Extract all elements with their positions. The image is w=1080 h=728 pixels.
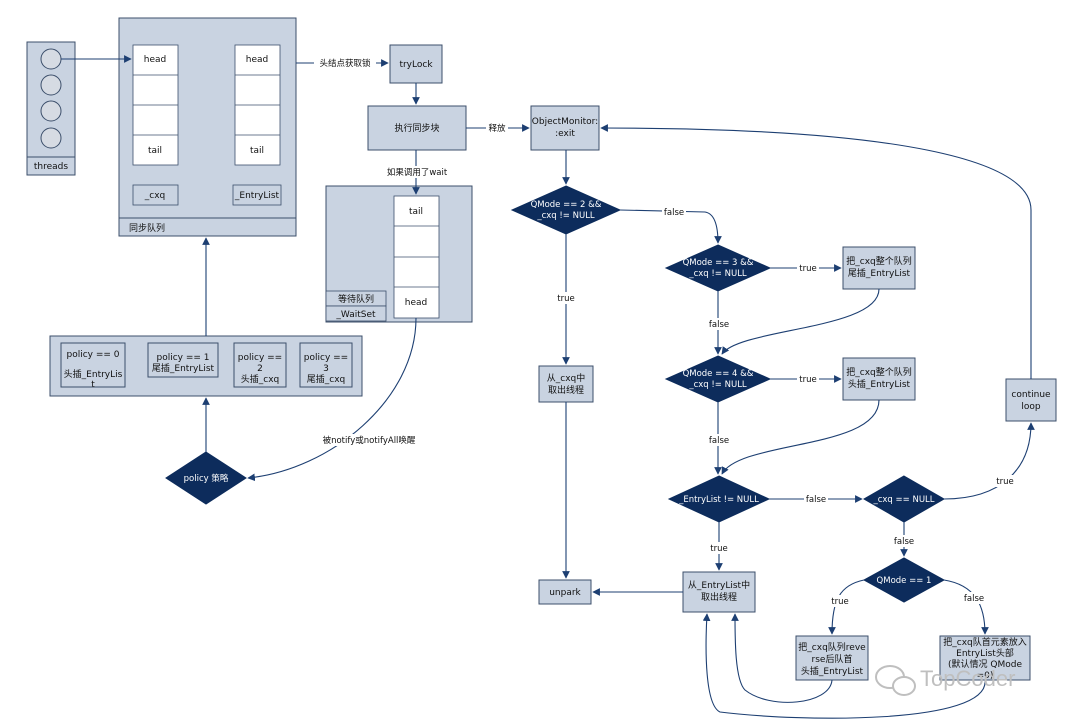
policy_box-items-1-line2-text: 尾插_EntryList [152,362,215,374]
entrylist-tail-label: tail [250,146,264,156]
decision-cxq-null: _cxq == NULL [862,475,946,523]
nodes-first_4-text: =0) [977,671,994,681]
policy_box-items-3-line2-text: 3 [323,364,329,374]
take-from-cxq-node: 从_cxq中 取出线程 [538,365,594,403]
policy_box-items-2-line3-text: 头插_cxq [241,373,280,385]
edge_labels-true-text: true [996,477,1013,487]
nodes-first_2-text: EntryList头部 [956,647,1014,659]
waitset-head-label: head [405,298,427,308]
nodes-reverse_2-text: rse后队首 [812,653,853,665]
wechat-icon [875,665,916,696]
policy_box-items-1-line1-text: policy == 1 [156,353,209,363]
decision-qmode4: QMode == 4 && _cxq != NULL [664,355,772,403]
edge-labels: 头结点获取锁 释放 如果调用了wait 被notify或notifyAll唤醒 … [314,57,1016,607]
cxq-head-entrylist-node: 把_cxq整个队列 头插_EntryList [842,357,916,401]
nodes-d4-text: _EntryList != NULL [678,495,759,505]
edge_labels-false-text: false [964,594,984,604]
decision-qmode3: QMode == 3 && _cxq != NULL [664,244,772,292]
sync-queue-title: 同步队列 [129,222,165,234]
objectmonitor-exit-node: ObjectMonitor: :exit [530,105,600,151]
trylock-node: tryLock [389,44,443,84]
nodes-continue_1-text: continue [1011,390,1051,400]
decision-qmode2: QMode == 2 && _cxq != NULL [510,185,622,235]
unpark-node: unpark [538,579,592,605]
edge_labels-true-text: true [831,597,848,607]
edge_labels-false-text: false [894,537,914,547]
nodes-d2_1-text: QMode == 3 && [683,258,754,268]
cxq-name: _cxq [144,191,166,201]
nodes-continue_2-text: loop [1021,402,1041,412]
threads-box: threads [26,41,76,176]
cxq-tail-label: tail [148,146,162,156]
waitset-tail-label: tail [409,207,423,217]
policy-box: policy == 0 头插_EntryLis t policy == 1 尾插… [49,335,363,397]
nodes-exec_sync-text: 执行同步块 [394,122,439,134]
policy-strategy-diamond: policy 策略 [165,451,247,505]
policy_box-items-0-line1-text: policy == 0 [66,350,119,360]
nodes-cxq_head_2-text: 头插_EntryList [848,378,911,390]
nodes-cxq_tail_1-text: 把_cxq整个队列 [846,255,912,267]
edge_labels-false-text: false [806,495,826,505]
edge_labels-true-text: true [799,375,816,385]
nodes-unpark-text: unpark [549,588,581,598]
policy_box-items-3-line1-text: policy == [304,353,348,363]
cxq-first-to-entrylist-node: 把_cxq队首元素放入 EntryList头部 (默认情况 QMode =0) [939,635,1031,681]
nodes-trylock-text: tryLock [399,60,433,70]
nodes-d2_2-text: _cxq != NULL [688,269,747,279]
nodes-reverse_3-text: 头插_EntryList [801,665,864,677]
reverse-cxq-node: 把_cxq队列reve rse后队首 头插_EntryList [795,635,869,681]
entrylist-name: _EntryList [234,191,280,201]
decision-entrylist: _EntryList != NULL [667,475,771,523]
nodes-d1_1-text: QMode == 2 && [531,200,602,210]
watermark: TopCoder [875,665,1015,696]
nodes-take_cxq_1-text: 从_cxq中 [547,372,586,384]
watermark-text: TopCoder [920,666,1015,691]
edge_labels-false-text: false [664,208,684,218]
edge_labels-notified-text: 被notify或notifyAll唤醒 [323,435,416,446]
sync-queue-box: 同步队列 head tail _cxq head tail _EntryList [118,17,297,237]
nodes-policy_strategy-text: policy 策略 [184,473,229,484]
policy_box-items-2-line1-text: policy == [238,353,282,363]
threads-label: threads [34,162,69,172]
edge_labels-false-text: false [709,436,729,446]
nodes-first_1-text: 把_cxq队首元素放入 [943,636,1027,648]
wait-queue-title: 等待队列 [338,293,374,305]
entrylist-head-label: head [246,55,268,65]
nodes-d5-text: _cxq == NULL [872,495,934,505]
wait-queue-box: tail head 等待队列 _WaitSet [325,185,473,323]
nodes-cxq_head_1-text: 把_cxq整个队列 [846,366,912,378]
policy_box-items-2-line2-text: 2 [257,364,263,374]
edge_labels-if_wait-text: 如果调用了wait [387,167,448,178]
nodes-first_3-text: (默认情况 QMode [948,658,1022,670]
exec-sync-node: 执行同步块 [367,105,467,151]
edge_labels-release-text: 释放 [488,123,506,134]
edge_labels-true-text: true [710,544,727,554]
nodes-d3_1-text: QMode == 4 && [683,369,754,379]
edge_labels-true-text: true [799,264,816,274]
cxq-head-label: head [144,55,166,65]
decision-qmode1: QMode == 1 [862,557,946,603]
edge_labels-head_lock-text: 头结点获取锁 [319,58,371,69]
nodes-take_entry_1-text: 从_EntryList中 [688,579,750,591]
nodes-take_cxq_2-text: 取出线程 [548,384,584,396]
nodes-cxq_tail_2-text: 尾插_EntryList [848,267,911,279]
policy_box-items-0-line2-text: 头插_EntryLis [64,368,123,380]
policy_box-items-3-line3-text: 尾插_cxq [307,373,346,385]
edge_labels-true-text: true [557,294,574,304]
nodes-reverse_1-text: 把_cxq队列reve [798,641,866,653]
nodes-om_exit_2-text: :exit [555,129,575,139]
nodes-d1_2-text: _cxq != NULL [536,211,595,221]
edge_labels-false-text: false [709,320,729,330]
continue-loop-node: continue loop [1005,378,1057,422]
cxq-tail-entrylist-node: 把_cxq整个队列 尾插_EntryList [842,246,916,290]
nodes-d6-text: QMode == 1 [877,576,932,586]
waitset-name: _WaitSet [335,310,376,320]
nodes-take_entry_2-text: 取出线程 [701,591,737,603]
nodes-d3_2-text: _cxq != NULL [688,380,747,390]
take-from-entrylist-node: 从_EntryList中 取出线程 [682,571,756,613]
policy_box-items-0-line3-text: t [91,380,95,390]
nodes-om_exit_1-text: ObjectMonitor: [532,117,598,127]
